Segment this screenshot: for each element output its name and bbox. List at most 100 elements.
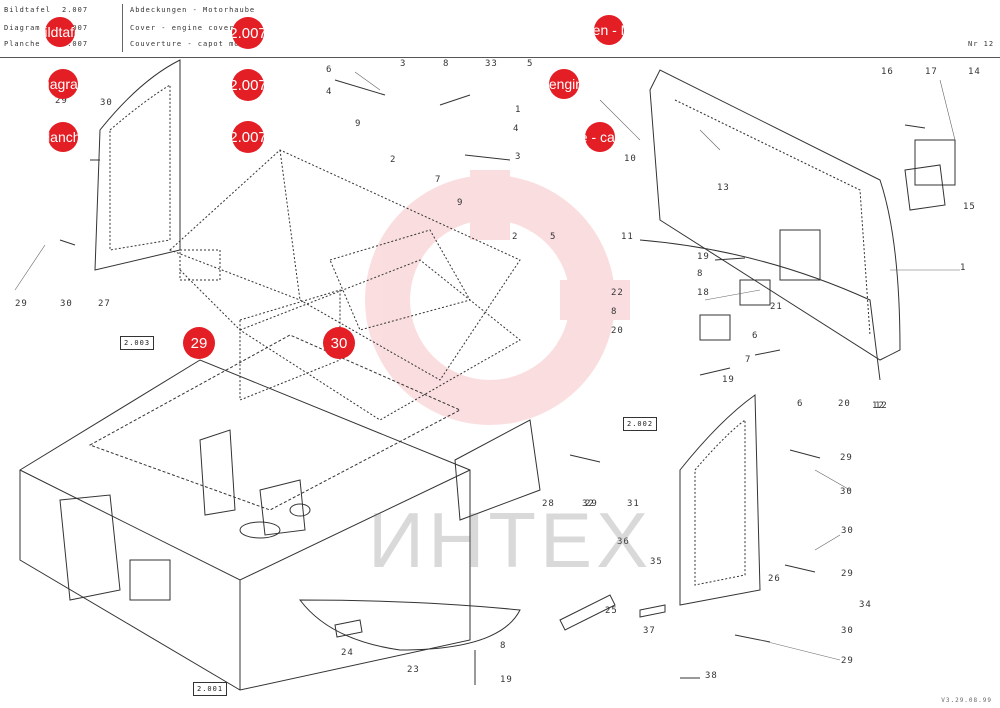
callout-number: 6 — [326, 65, 332, 75]
callout-number: 31 — [627, 499, 640, 509]
ref-box-2-003[interactable]: 2.003 — [120, 336, 155, 350]
watermark-text: ИНТЕХ — [368, 496, 653, 584]
callout-number: 6 — [797, 399, 803, 409]
header-label-bildtafel: Bildtafel — [4, 6, 51, 14]
header-code-bildtafel: 2.007 — [62, 6, 89, 14]
callout-number: 22 — [611, 288, 624, 298]
callout-number: 30 — [841, 626, 854, 636]
watermark-logo — [365, 170, 630, 425]
small-parts — [334, 594, 700, 679]
callout-number: 14 — [968, 67, 981, 77]
callout-number: 34 — [859, 600, 872, 610]
left-side-panel — [94, 59, 181, 271]
base-frame — [19, 334, 521, 691]
engine-cover-frame — [169, 149, 521, 421]
callout-number: 28 — [542, 499, 555, 509]
callout-number: 23 — [407, 665, 420, 675]
callout-number: 38 — [705, 671, 718, 681]
leader-lines — [14, 71, 960, 661]
hotspot-part-29[interactable]: 29 — [183, 327, 215, 359]
callout-number: 7 — [745, 355, 751, 365]
callout-number: 29 — [840, 453, 853, 463]
callout-number: 4 — [326, 87, 332, 97]
hotspot-title-de[interactable]: Abdeckungen - Motorhaube — [594, 15, 624, 45]
header-title-en: Cover - engine cover — [130, 24, 235, 32]
callout-number: 17 — [925, 67, 938, 77]
callout-number: 1 — [515, 105, 521, 115]
callout-number: 21 — [770, 302, 783, 312]
callout-number: 27 — [98, 299, 111, 309]
callout-number: 29 — [841, 569, 854, 579]
hotspot-diagram[interactable]: Diagram — [48, 69, 78, 99]
header-title-de: Abdeckungen - Motorhaube — [130, 6, 256, 14]
callout-number: 36 — [617, 537, 630, 547]
hotspot-title-en[interactable]: Cover - engine cover — [549, 69, 579, 99]
callout-number: 8 — [611, 307, 617, 317]
callout-number: 30 — [840, 487, 853, 497]
hinge-assembly — [699, 139, 956, 341]
header-rule — [0, 57, 1000, 58]
callout-number: 19 — [722, 375, 735, 385]
callout-number: 35 — [650, 557, 663, 567]
callout-number: 6 — [752, 331, 758, 341]
callout-number: 8 — [443, 59, 449, 69]
callout-number: 29 — [841, 656, 854, 666]
callout-number: 5 — [550, 232, 556, 242]
callout-number: 20 — [838, 399, 851, 409]
header-label-diagram: Diagram — [4, 24, 41, 32]
callout-number: 15 — [963, 202, 976, 212]
callout-number: 2 — [390, 155, 396, 165]
hotspot-planche-code[interactable]: 2.007 — [232, 121, 264, 153]
callout-number: 5 — [527, 59, 533, 69]
callout-number: 3 — [515, 152, 521, 162]
callout-number: 13 — [717, 183, 730, 193]
hotspot-title-fr[interactable]: Couverture - capot moteur — [585, 122, 615, 152]
callout-number: 20 — [611, 326, 624, 336]
callout-number: 19 — [500, 675, 513, 685]
right-side-door — [639, 69, 901, 381]
callout-number: 11 — [621, 232, 634, 242]
callout-number: 9 — [355, 119, 361, 129]
callout-number: 12 — [875, 401, 888, 411]
callout-number: 30 — [100, 98, 113, 108]
hotspot-bildtafel-code[interactable]: 2.007 — [232, 17, 264, 49]
ref-box-2-001[interactable]: 2.001 — [193, 682, 228, 696]
callout-number: 29 — [585, 499, 598, 509]
drawing-stamp: V3.29.08.99 — [941, 697, 992, 704]
callout-number: 30 — [60, 299, 73, 309]
hotspot-planche[interactable]: Planche — [48, 122, 78, 152]
header-code-planche: 2.007 — [62, 40, 89, 48]
hotspot-bildtafel[interactable]: Bildtafel — [45, 17, 75, 47]
ref-box-2-002[interactable]: 2.002 — [623, 417, 658, 431]
callout-number: 24 — [341, 648, 354, 658]
callout-number: 18 — [697, 288, 710, 298]
grill-panel — [454, 419, 541, 521]
callout-number: 12 — [872, 401, 885, 411]
header-title-fr: Couverture - capot moteur — [130, 40, 261, 48]
callout-number: 19 — [697, 252, 710, 262]
callout-number: 30 — [841, 526, 854, 536]
callout-number: 26 — [768, 574, 781, 584]
callout-number: 1 — [960, 263, 966, 273]
callout-number: 7 — [435, 175, 441, 185]
callout-number: 9 — [457, 198, 463, 208]
callout-number: 37 — [643, 626, 656, 636]
callout-number: 10 — [624, 154, 637, 164]
callout-number: 8 — [697, 269, 703, 279]
right-bottom-panel — [679, 394, 761, 606]
callout-number: 8 — [500, 641, 506, 651]
callout-number: 29 — [15, 299, 28, 309]
callout-number: 33 — [485, 59, 498, 69]
fasteners — [59, 79, 926, 685]
callout-number: 3 — [400, 59, 406, 69]
callout-number: 16 — [881, 67, 894, 77]
callout-number: 29 — [55, 96, 68, 106]
page-number: Nr 12 — [968, 40, 995, 48]
callout-number: 4 — [513, 124, 519, 134]
hotspot-part-30[interactable]: 30 — [323, 327, 355, 359]
callout-number: 25 — [605, 606, 618, 616]
hotspot-diagram-code[interactable]: 2.007 — [232, 69, 264, 101]
callout-number: 32 — [582, 499, 595, 509]
